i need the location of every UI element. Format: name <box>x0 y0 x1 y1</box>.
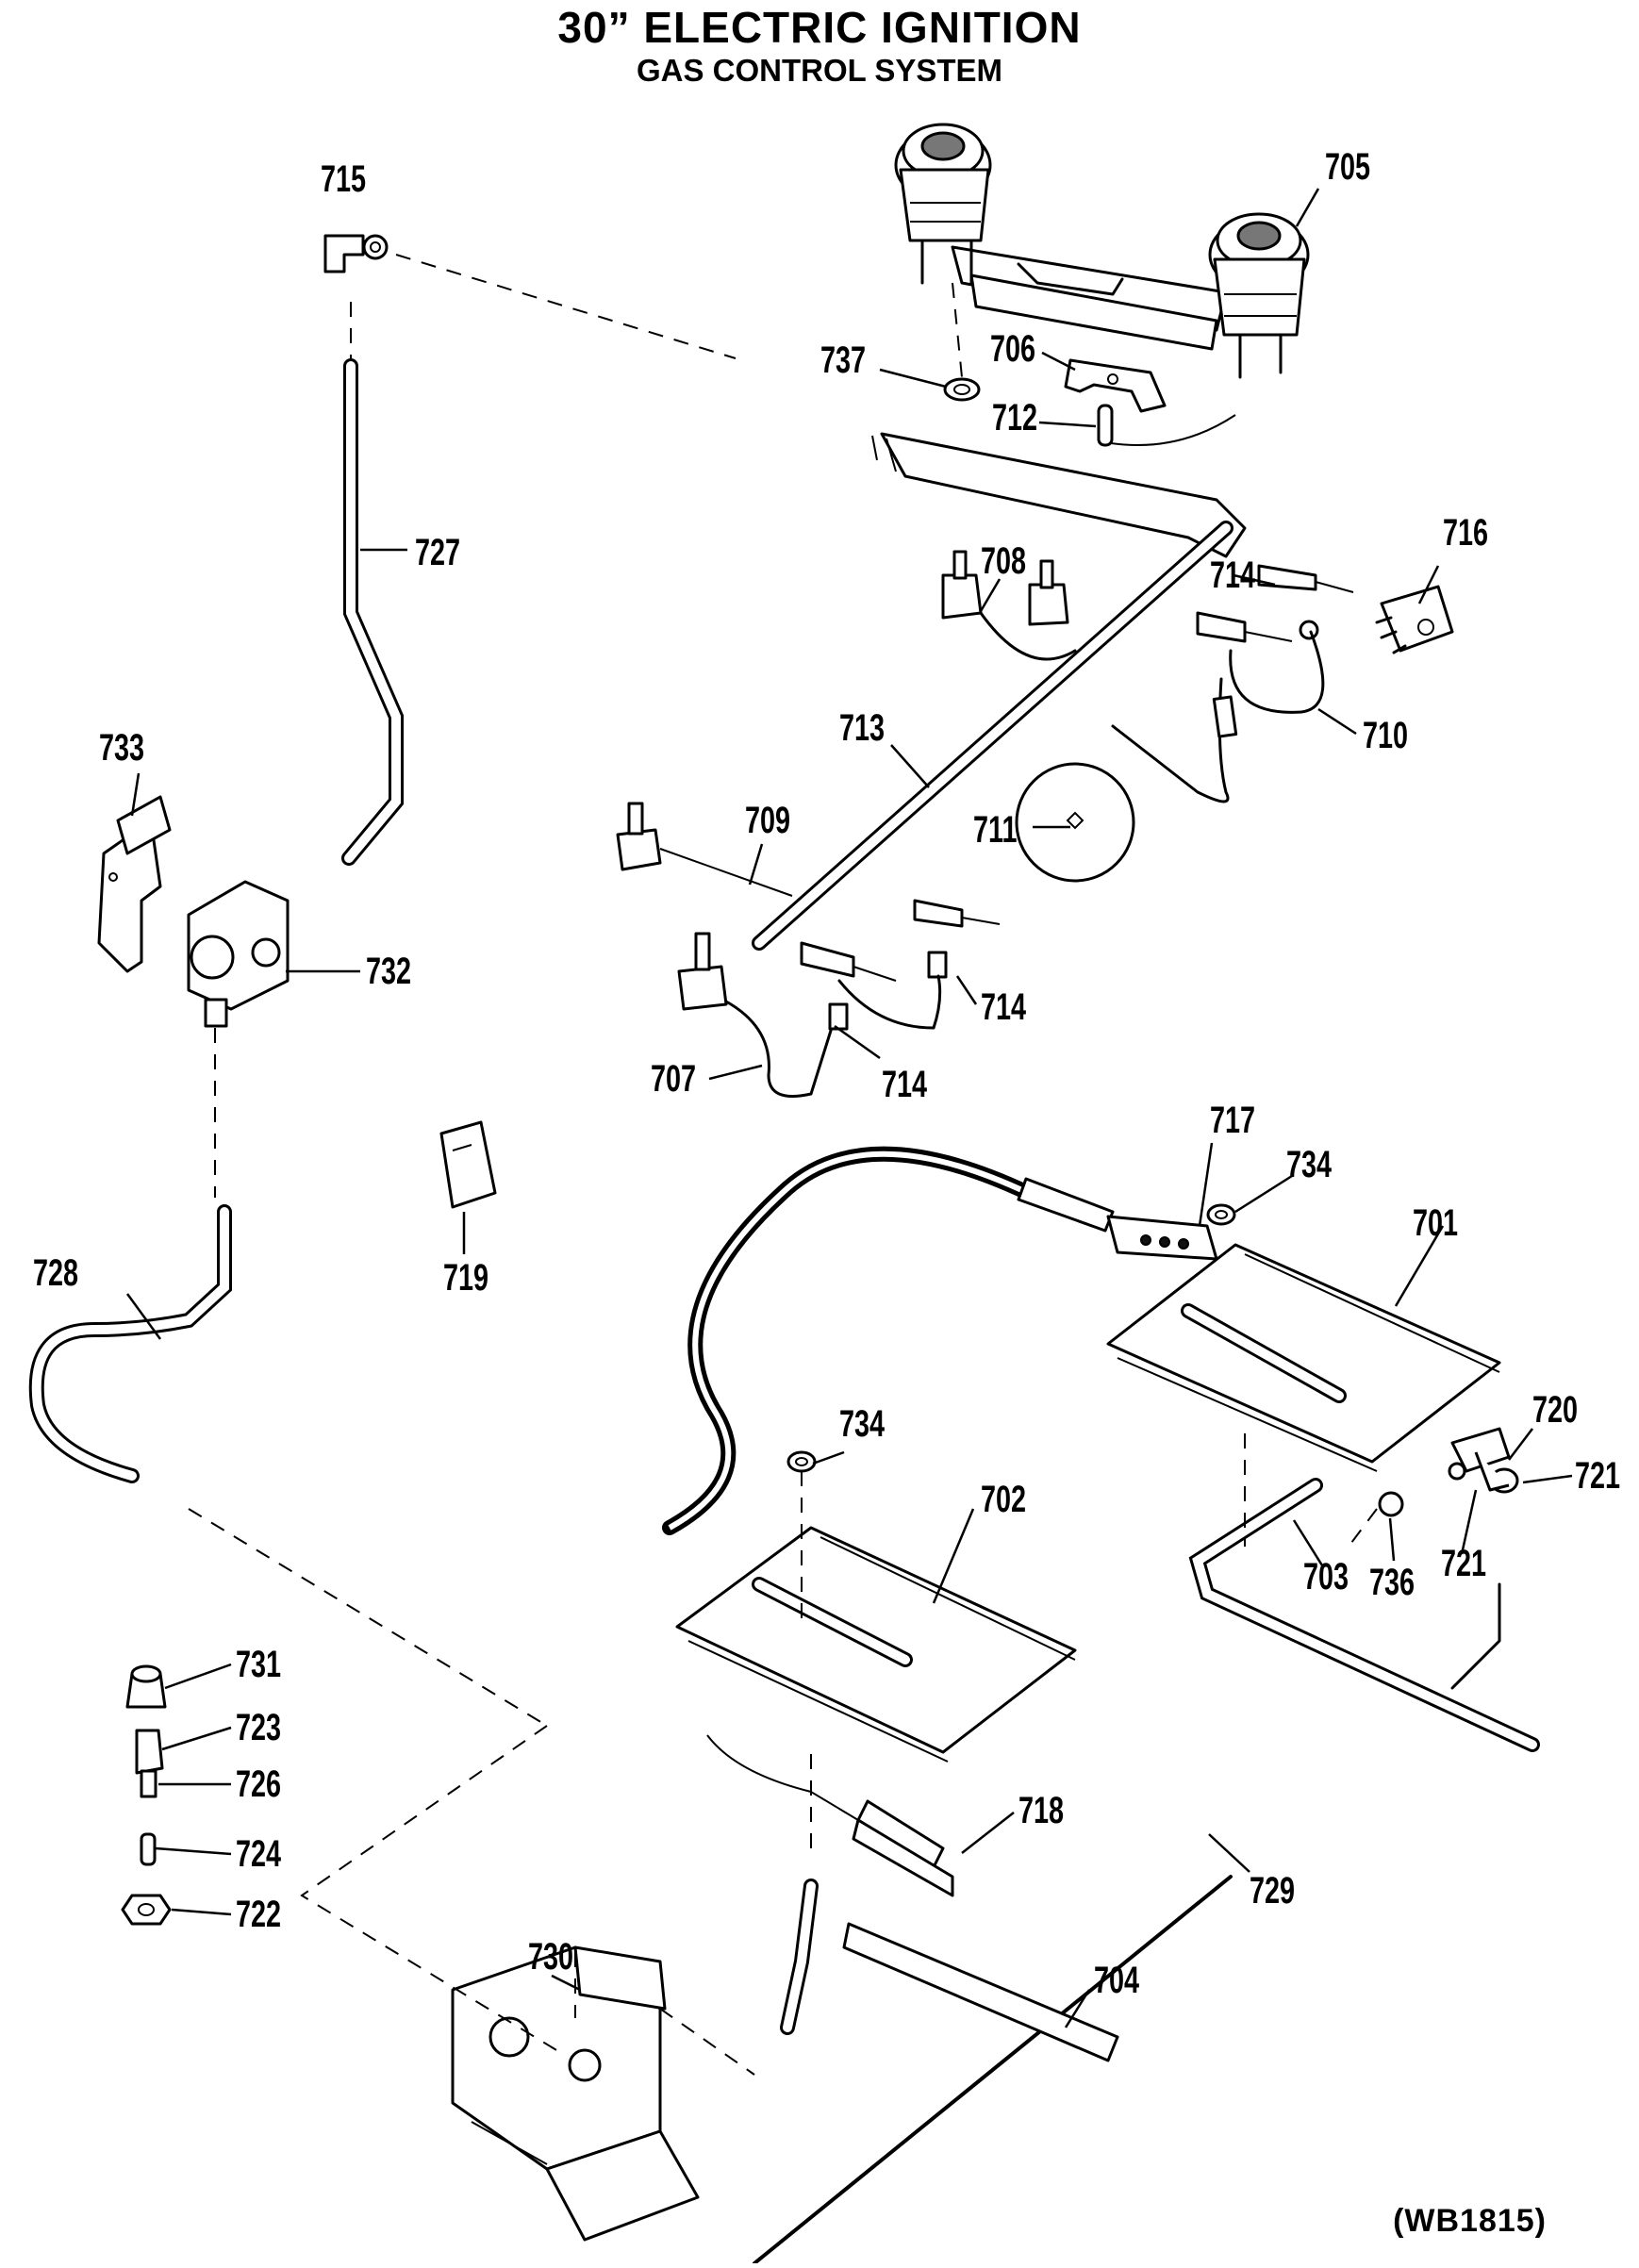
callout-722: 722 <box>236 1894 282 1935</box>
callout-706: 706 <box>990 328 1036 370</box>
diagram-subtitle: GAS CONTROL SYSTEM <box>636 53 1003 88</box>
callout-737: 737 <box>820 339 867 381</box>
callout-719: 719 <box>443 1257 489 1299</box>
thermostat-732 <box>187 880 290 1028</box>
callout-714-upper: 714 <box>1210 555 1256 596</box>
valve-709 <box>616 802 793 897</box>
callout-721-upper: 721 <box>1575 1455 1621 1497</box>
assembly-guide-lines <box>188 254 1378 2076</box>
bake-burner-702 <box>675 1526 1077 1763</box>
callout-736: 736 <box>1369 1562 1416 1603</box>
callout-715: 715 <box>321 158 367 200</box>
ignition-switch-716 <box>1375 585 1454 654</box>
callout-720: 720 <box>1532 1389 1579 1431</box>
callout-702: 702 <box>981 1479 1027 1520</box>
disc-711 <box>1015 762 1135 883</box>
callout-714-mid: 714 <box>981 986 1027 1028</box>
callout-727: 727 <box>415 532 461 573</box>
valve-708-left <box>941 550 1077 661</box>
grommet-734-lower <box>786 1450 817 1473</box>
tube-728 <box>28 1204 232 1483</box>
callout-730: 730 <box>528 1936 574 1978</box>
bake-tube-704 <box>780 1879 1119 2062</box>
bracket-706 <box>1064 358 1167 413</box>
callout-713: 713 <box>839 707 886 749</box>
fitting-720-721 <box>1448 1427 1519 1494</box>
callout-726: 726 <box>236 1763 282 1805</box>
tube-727 <box>341 358 404 866</box>
callout-710: 710 <box>1363 715 1409 756</box>
callout-728: 728 <box>33 1252 79 1294</box>
callout-707: 707 <box>651 1058 697 1100</box>
callout-703: 703 <box>1303 1556 1349 1598</box>
reference-code: (WB1815) <box>1393 2203 1547 2239</box>
callout-723: 723 <box>236 1707 282 1748</box>
manifold-pipe-713 <box>752 432 1247 951</box>
orifice-714-upper <box>1196 564 1354 643</box>
callout-732: 732 <box>366 951 412 992</box>
callout-709: 709 <box>745 800 791 841</box>
callout-734-upper: 734 <box>1286 1144 1333 1185</box>
diagram-title: 30” ELECTRIC IGNITION <box>557 3 1082 52</box>
callout-701: 701 <box>1413 1202 1459 1244</box>
top-burner-assembly-705 <box>894 123 1310 379</box>
callout-733: 733 <box>99 727 145 769</box>
nut-737 <box>943 377 981 402</box>
terminal-block-717 <box>1106 1215 1218 1261</box>
valve-708-right <box>1028 559 1069 626</box>
elbow-fitting-715 <box>323 234 389 273</box>
ignitor-718 <box>706 1734 954 1897</box>
callout-731: 731 <box>236 1644 282 1685</box>
broil-burner-701 <box>1106 1243 1501 1472</box>
callout-721-lower: 721 <box>1441 1543 1487 1584</box>
callout-716: 716 <box>1443 512 1489 554</box>
callout-718: 718 <box>1018 1790 1065 1831</box>
callout-705: 705 <box>1325 146 1371 188</box>
callout-708: 708 <box>981 540 1027 582</box>
tube-729 <box>753 1875 1233 2265</box>
grommet-734-upper <box>1206 1203 1236 1226</box>
callout-712: 712 <box>992 397 1038 439</box>
callout-711: 711 <box>973 809 1018 851</box>
nut-736 <box>1378 1491 1404 1517</box>
tube-710 <box>1229 630 1325 714</box>
callout-734-lower: 734 <box>839 1403 886 1445</box>
callout-717: 717 <box>1210 1100 1256 1141</box>
bracket-733 <box>97 795 172 973</box>
gas-valve-730 <box>451 1945 700 2242</box>
valve-707 <box>677 932 836 1098</box>
leader-lines <box>125 188 1573 2028</box>
tube-710-branch <box>1111 677 1230 803</box>
callout-714-lower: 714 <box>882 1064 928 1105</box>
orifice-714-lower <box>800 899 1001 1031</box>
callout-724: 724 <box>236 1833 282 1875</box>
callout-704: 704 <box>1094 1960 1140 2001</box>
ignitor-module-719 <box>439 1120 497 1209</box>
left-small-parts <box>121 1664 172 1926</box>
electrode-712 <box>1097 404 1236 447</box>
callout-729: 729 <box>1250 1870 1296 1912</box>
